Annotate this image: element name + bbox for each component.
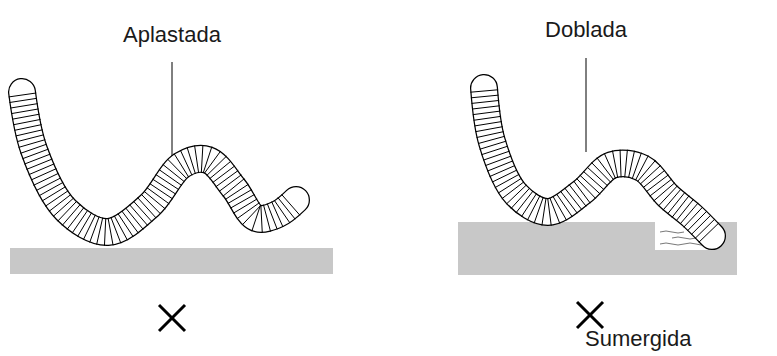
label: Sumergida bbox=[585, 328, 691, 350]
corrugated-hose bbox=[471, 88, 719, 242]
corrugated-hose bbox=[9, 92, 300, 245]
label: Doblada bbox=[545, 19, 627, 41]
cross-mark bbox=[577, 302, 603, 328]
leader-line bbox=[586, 58, 587, 152]
floor bbox=[10, 248, 333, 274]
label: Aplastada bbox=[123, 24, 221, 46]
leader-line bbox=[172, 62, 173, 156]
cross-mark bbox=[159, 305, 185, 331]
